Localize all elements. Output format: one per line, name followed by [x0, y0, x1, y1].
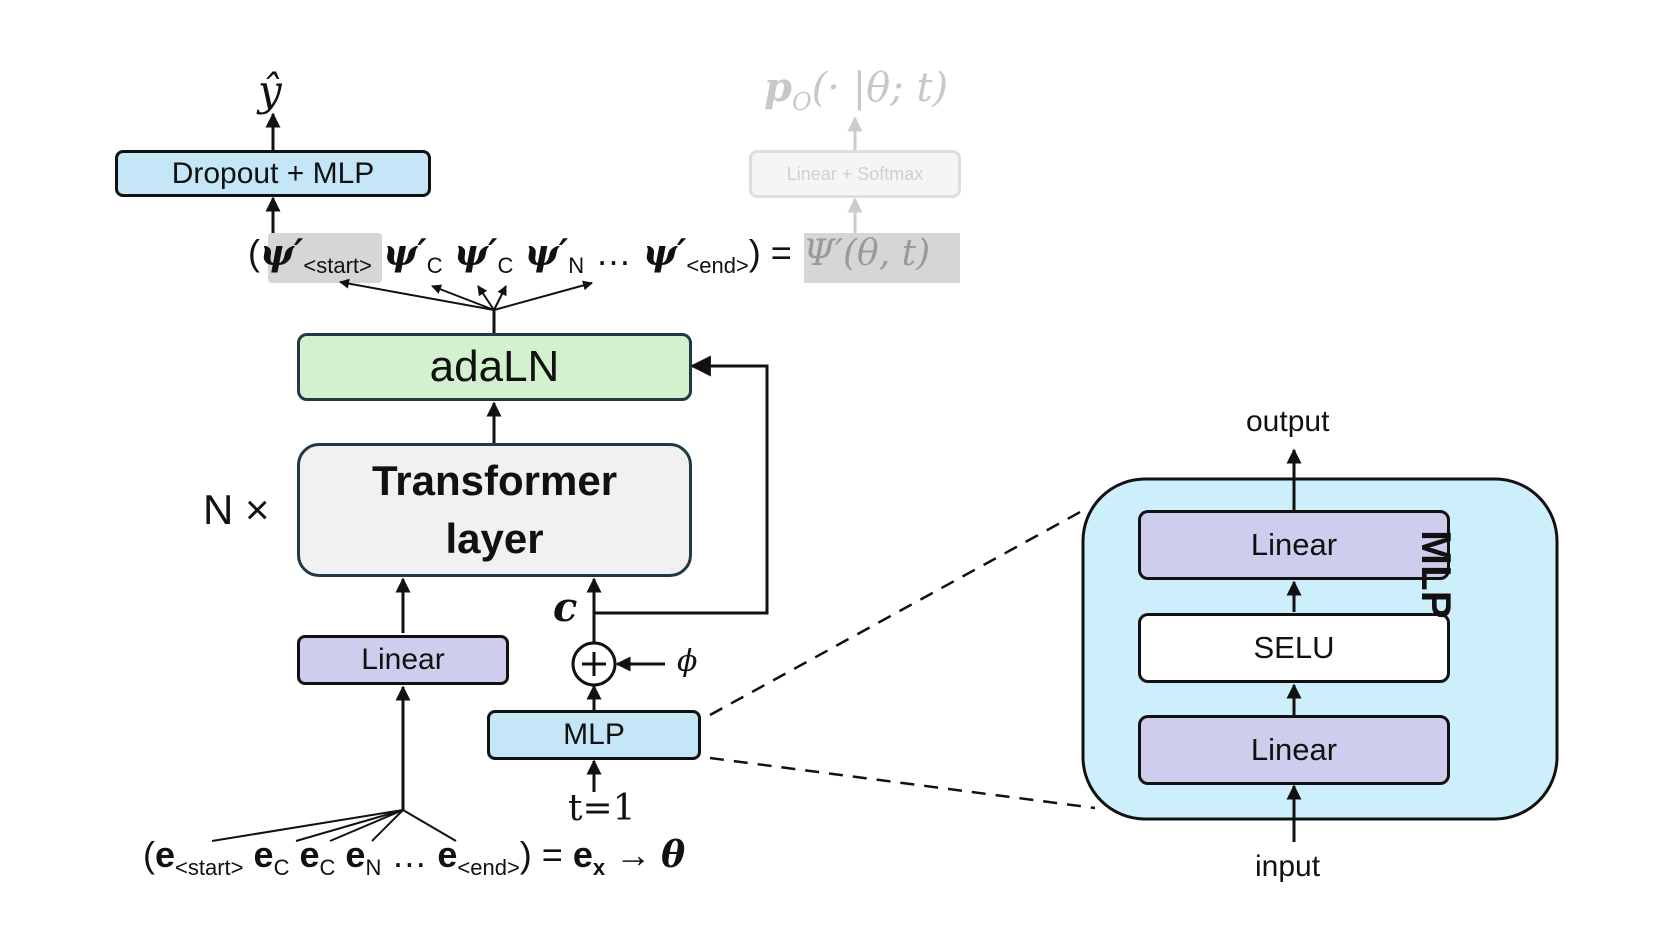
output-open-paren: (: [248, 232, 260, 273]
psi-end: ψ′: [642, 232, 687, 274]
transformer-layer-box: Transformer layer: [297, 443, 692, 577]
fan-arrow-c2: [477, 285, 495, 311]
psi-end-sub: <end>: [686, 253, 749, 278]
mlp-detail-linear-top: Linear: [1138, 510, 1450, 580]
y-hat-label: ŷ: [258, 66, 282, 115]
psi-n: ψ′: [524, 232, 569, 274]
e-end: e: [437, 834, 458, 875]
linear-softmax-box: Linear + Softmax: [749, 150, 961, 198]
start-token-highlight: [268, 233, 382, 283]
output-close-eq: ) =: [748, 232, 792, 273]
transformer-label-line1: Transformer: [371, 457, 618, 504]
e-start-sub: <start>: [175, 855, 244, 880]
linear-box: Linear: [297, 635, 509, 685]
mlp-detail-linear-bottom-label: Linear: [1250, 732, 1338, 767]
e-x: e: [572, 834, 593, 875]
linear-label: Linear: [361, 643, 445, 676]
fan-in-c2: [329, 809, 404, 842]
transformer-label-line2: layer: [445, 515, 544, 562]
e-n: e: [345, 834, 366, 875]
t-equals-text: t=1: [568, 788, 636, 829]
mlp-detail-selu: SELU: [1138, 613, 1450, 683]
zoom-line-bottom: [709, 756, 1096, 810]
output-ellipsis: …: [595, 232, 632, 273]
fan-arrow-n: [493, 285, 507, 311]
e-c2: e: [299, 834, 320, 875]
adaln-label: adaLN: [429, 342, 560, 391]
psi-expression: Ψ′(θ, t): [803, 233, 931, 274]
fan-arrow-end: [493, 280, 593, 311]
fan-arrow-start: [339, 278, 495, 311]
mlp-box: MLP: [487, 710, 701, 760]
arrow-c-to-adaln: [594, 355, 769, 615]
e-c2-sub: C: [319, 855, 336, 880]
mlp-detail-linear-bottom: Linear: [1138, 715, 1450, 785]
faded-output-label: pO(· |θ; t): [764, 64, 948, 116]
e-n-sub: N: [365, 855, 382, 880]
faded-p-rest: (· |θ; t): [811, 65, 949, 111]
psi-c2: ψ′: [454, 232, 498, 274]
faded-p-sub: O: [791, 88, 812, 116]
e-c1: e: [253, 834, 274, 875]
fan-arrow-c1: [431, 284, 495, 311]
psi-c1: ψ′: [383, 232, 427, 274]
dropout-mlp-box: Dropout + MLP: [115, 150, 431, 197]
fan-in-c1: [295, 809, 404, 842]
psi-start: ψ′: [260, 232, 304, 274]
phi-label: ϕ: [677, 644, 698, 679]
e-x-sub: x: [592, 855, 606, 880]
mlp-detail-input-label: input: [1255, 850, 1321, 883]
theta-label: θ: [661, 834, 686, 876]
input-arrow: →: [615, 834, 652, 875]
fan-in-n: [371, 809, 404, 842]
n-times-label: N ×: [203, 486, 270, 533]
linear-softmax-label: Linear + Softmax: [786, 163, 924, 184]
mlp-label: MLP: [563, 718, 625, 751]
output-token-row: (ψ′<start> ψ′C ψ′C ψ′N … ψ′<end>) = Ψ′(θ…: [248, 232, 930, 279]
input-close-eq: ) =: [519, 834, 563, 875]
mlp-detail-selu-label: SELU: [1253, 630, 1335, 665]
mlp-detail-title: MLP: [1413, 530, 1460, 619]
input-token-row: (e<start> eC eC eN … e<end>) = ex → θ: [143, 834, 685, 881]
e-c1-sub: C: [273, 855, 290, 880]
psi-start-sub: <start>: [303, 253, 372, 278]
psi-expr-highlight: [804, 233, 960, 283]
fan-in-end: [402, 809, 457, 842]
t-equals-label: t=1: [568, 788, 636, 829]
faded-p: p: [764, 64, 792, 111]
mlp-detail-linear-top-label: Linear: [1250, 527, 1338, 562]
adaln-box: adaLN: [297, 333, 692, 401]
c-label: c: [553, 584, 578, 631]
psi-c2-sub: C: [497, 253, 514, 278]
input-open-paren: (: [143, 834, 155, 875]
psi-n-sub: N: [568, 253, 585, 278]
e-start: e: [155, 834, 176, 875]
input-ellipsis: …: [391, 834, 428, 875]
fan-in-start: [211, 809, 404, 842]
psi-c1-sub: C: [426, 253, 443, 278]
dropout-mlp-label: Dropout + MLP: [171, 156, 375, 190]
mlp-detail-output-label: output: [1246, 405, 1330, 438]
e-end-sub: <end>: [457, 855, 520, 880]
